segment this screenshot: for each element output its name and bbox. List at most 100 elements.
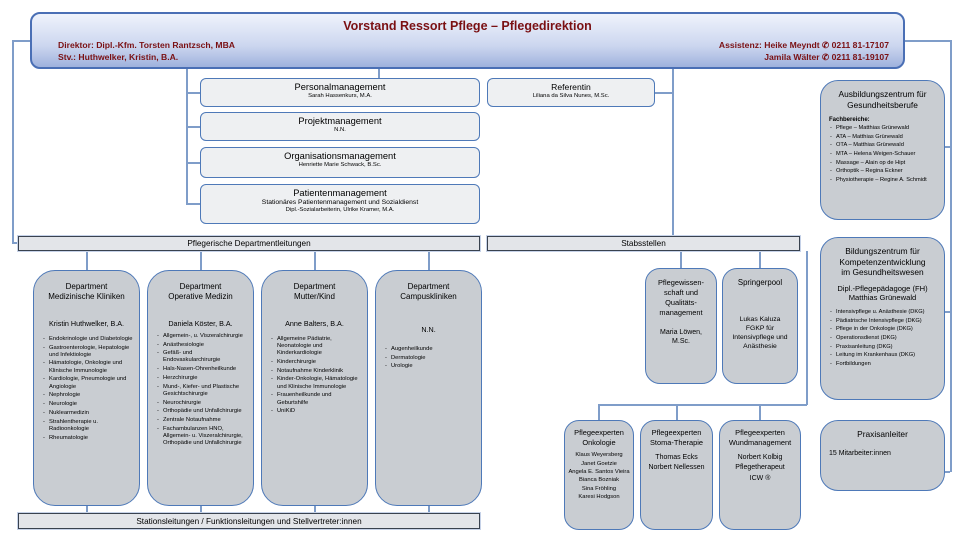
connector-line xyxy=(428,251,430,270)
connector-line xyxy=(12,40,30,42)
connector-line xyxy=(655,92,672,94)
box-title: Organisationsmanagement xyxy=(284,151,396,161)
department-medizinische-kliniken: Department Medizinische Kliniken Kristin… xyxy=(33,270,140,506)
list-item: Neurologie xyxy=(42,401,135,408)
member: Karesi Hodgson xyxy=(578,494,620,501)
connector-line xyxy=(759,404,761,420)
connector-line xyxy=(86,251,88,270)
list-item: Hals-Nasen-Ohrenheilkunde xyxy=(156,366,249,373)
list-item: Augenheilkunde xyxy=(384,346,477,353)
director-info: Direktor: Dipl.-Kfm. Torsten Rantzsch, M… xyxy=(58,39,235,64)
box-personalmanagement: Personalmanagement Sarah Hassenkurs, M.A… xyxy=(200,78,480,107)
list-item: Pädiatrische Intensivpflege (DKG) xyxy=(829,318,940,325)
list-item: Herzchirurgie xyxy=(156,375,249,382)
connector-line xyxy=(428,506,430,513)
list-item: Endokrinologie und Diabetologie xyxy=(42,336,135,343)
member: Janet Goetzie xyxy=(581,460,617,467)
department-list: Endokrinologie und Diabetologie Gastroen… xyxy=(34,328,139,442)
list-item: Kinderchirurgie xyxy=(270,359,363,366)
list-item: UniKiD xyxy=(270,408,363,415)
box-person: Dipl.-Sozialarbeiterin, Ulrike Kramer, M… xyxy=(285,207,395,213)
member: Pflegetherapeut xyxy=(735,464,785,472)
list-item: Physiotherapie – Regine A. Schmidt xyxy=(829,177,940,184)
member: Sina Fröhling xyxy=(581,485,617,492)
box-person: Maria Löwen, M.Sc. xyxy=(659,328,703,346)
list-item: Urologie xyxy=(384,363,477,370)
department-operative-medizin: Department Operative Medizin Daniela Kös… xyxy=(147,270,254,506)
connector-line xyxy=(676,404,678,420)
box-subtitle: 15 Mitarbeiter:innen xyxy=(829,449,891,457)
list-item: Intensivpflege u. Anästhesie (DKG) xyxy=(829,309,940,316)
department-list: Allgemeine Pädiatrie, Neonatologie und K… xyxy=(262,328,367,416)
list-item: Orthopädie und Unfallchirurgie xyxy=(156,408,249,415)
member: Bianca Bozniak xyxy=(579,477,619,484)
deputy-line: Stv.: Huthwelker, Kristin, B.A. xyxy=(58,52,179,63)
list-item: Pflege in der Onkologie (DKG) xyxy=(829,326,940,333)
department-title: Department Mutter/Kind xyxy=(293,282,336,302)
fachbereiche-list: Pflege – Matthias Grünewald ATA – Matthi… xyxy=(821,125,944,184)
connector-line xyxy=(945,146,950,148)
connector-line xyxy=(945,471,950,473)
connector-line xyxy=(950,40,952,472)
member: Norbert Nellessen xyxy=(648,464,705,472)
box-title: Projektmanagement xyxy=(298,116,382,126)
department-title: Department Operative Medizin xyxy=(168,282,233,302)
box-unit: Stationäres Patientenmanagement und Sozi… xyxy=(261,199,419,206)
director-line: Direktor: Dipl.-Kfm. Torsten Rantzsch, M… xyxy=(58,40,235,50)
list-item: Hämatologie, Onkologie und Klinische Imm… xyxy=(42,360,135,374)
list-item: Operationsdienst (DKG) xyxy=(829,335,940,342)
member: Norbert Kolbig xyxy=(737,454,783,462)
list-item: Fachambulanzen HNO, Allgemein- u. Viszer… xyxy=(156,426,249,448)
header-box: Vorstand Ressort Pflege – Pflegedirektio… xyxy=(30,12,905,69)
connector-line xyxy=(200,506,202,513)
list-item: Anästhesiologie xyxy=(156,342,249,349)
list-item: Nephrologie xyxy=(42,392,135,399)
department-list: Allgemein-, u. Viszeralchirurgie Anästhe… xyxy=(148,328,253,448)
connector-line xyxy=(806,251,808,405)
department-leader: Daniela Köster, B.A. xyxy=(168,318,233,328)
list-item: Nuklearmedizin xyxy=(42,410,135,417)
list-item: Strahlentherapie u. Radioonkologie xyxy=(42,419,135,433)
connector-line xyxy=(598,404,600,420)
connector-line xyxy=(378,69,380,78)
connector-line xyxy=(672,69,674,236)
list-item: Notaufnahme Kinderklinik xyxy=(270,368,363,375)
box-pflegeexperten-wundmanagement: Pflegeexperten Wundmanagement Norbert Ko… xyxy=(719,420,801,530)
box-title: Pflegeexperten Wundmanagement xyxy=(728,428,792,447)
kurs-list: Intensivpflege u. Anästhesie (DKG) Pädia… xyxy=(821,303,944,368)
assistant-name: Assistenz: Heike Meyndt xyxy=(718,40,820,50)
list-item: Pflege – Matthias Grünewald xyxy=(829,125,940,132)
member-list: Norbert Kolbig Pflegetherapeut ICW ® xyxy=(720,447,800,483)
bar-stationsleitungen: Stationsleitungen / Funktionsleitungen u… xyxy=(18,513,480,529)
department-leader: Anne Balters, B.A. xyxy=(285,318,344,328)
list-item: ATA – Matthias Grünewald xyxy=(829,134,940,141)
assistant-line: Jamila Wälter ✆ 0211 81-19107 xyxy=(719,51,889,63)
box-person: Henriette Marie Schwack, B.Sc. xyxy=(298,162,382,168)
connector-line xyxy=(945,311,950,313)
list-item: Rheumatologie xyxy=(42,435,135,442)
assistant-phone: 0211 81-17107 xyxy=(831,40,889,50)
box-title: Praxisanleiter xyxy=(857,429,908,439)
bar-label: Pflegerische Departmentleitungen xyxy=(187,239,311,248)
page-title: Vorstand Ressort Pflege – Pflegedirektio… xyxy=(343,19,592,33)
connector-line xyxy=(12,40,14,243)
list-item: Allgemeine Pädiatrie, Neonatologie und K… xyxy=(270,336,363,358)
list-item: Mund-, Kiefer- und Plastische Gesichtsch… xyxy=(156,384,249,398)
assistant-phone: 0211 81-19107 xyxy=(831,52,889,63)
phone-icon: ✆ xyxy=(822,52,830,63)
member: Klaus Weyersberg xyxy=(575,452,623,459)
assistant-name: Jamila Wälter xyxy=(764,52,820,63)
bar-departmentleitungen: Pflegerische Departmentleitungen xyxy=(18,236,480,251)
list-item: Dermatologie xyxy=(384,355,477,362)
connector-line xyxy=(186,69,188,204)
department-list: Augenheilkunde Dermatologie Urologie xyxy=(376,334,481,371)
connector-line xyxy=(186,203,200,205)
box-patientenmanagement: Patientenmanagement Stationäres Patiente… xyxy=(200,184,480,224)
box-title: Ausbildungszentrum für Gesundheitsberufe xyxy=(838,89,927,110)
connector-line xyxy=(200,251,202,270)
list-item: MTA – Helena Weigen-Schauer xyxy=(829,151,940,158)
box-projektmanagement: Projektmanagement N.N. xyxy=(200,112,480,141)
connector-line xyxy=(680,251,682,268)
connector-line xyxy=(598,404,807,406)
